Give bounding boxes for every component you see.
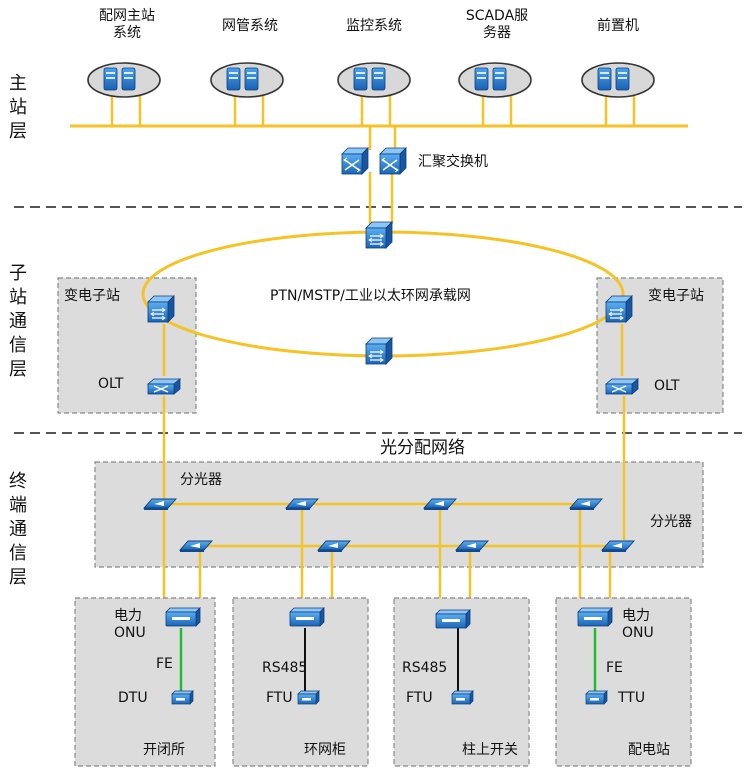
olt-right-icon bbox=[605, 378, 639, 395]
splitter-label-right: 分光器 bbox=[650, 514, 692, 530]
server-cluster-front-end bbox=[581, 62, 655, 98]
server-label: 配网主站系统 bbox=[99, 8, 155, 41]
server-cluster-monitoring bbox=[337, 62, 411, 98]
ring-router-top-icon bbox=[365, 221, 393, 249]
aggregation-switch-right-icon bbox=[379, 147, 407, 175]
substation-router-left-icon bbox=[147, 295, 175, 323]
link-label: RS485 bbox=[262, 660, 308, 676]
layer-label-terminal: 终端通信层 bbox=[9, 471, 27, 588]
ttu-icon bbox=[585, 690, 608, 705]
site-label: 开闭所 bbox=[143, 742, 185, 758]
onu-icon bbox=[289, 607, 325, 627]
link-label: FE bbox=[156, 656, 173, 672]
substation-router-right-icon bbox=[605, 295, 633, 323]
device-label: TTU bbox=[618, 690, 646, 706]
onu-label: 电力ONU bbox=[622, 608, 654, 641]
server-label: SCADA服务器 bbox=[465, 8, 529, 41]
site-label: 柱上开关 bbox=[462, 742, 518, 758]
link-label: RS485 bbox=[402, 660, 448, 676]
device-label: FTU bbox=[266, 690, 293, 706]
server-cluster-nms bbox=[210, 62, 284, 98]
aggregation-switch-left-icon bbox=[341, 147, 369, 175]
ftu-icon bbox=[297, 690, 320, 705]
link-label: FE bbox=[606, 660, 623, 676]
onu-icon bbox=[165, 607, 201, 627]
site-label: 环网柜 bbox=[304, 742, 346, 758]
server-label: 网管系统 bbox=[222, 18, 278, 34]
layer-label-substation: 子站通信层 bbox=[9, 263, 27, 380]
optical-network-title: 光分配网络 bbox=[380, 438, 465, 458]
ring-network-label: PTN/MSTP/工业以太环网承载网 bbox=[270, 288, 471, 304]
splitter-label-left: 分光器 bbox=[180, 472, 222, 488]
olt-left-label: OLT bbox=[98, 376, 124, 392]
substation-right-label: 变电子站 bbox=[648, 288, 704, 304]
device-label: DTU bbox=[118, 690, 148, 706]
layer-label-master: 主站层 bbox=[9, 73, 27, 142]
onu-icon bbox=[577, 607, 613, 627]
site-label: 配电站 bbox=[628, 742, 670, 758]
onu-label: 电力ONU bbox=[114, 608, 146, 641]
substation-left-label: 变电子站 bbox=[64, 288, 120, 304]
server-cluster-scada bbox=[458, 62, 532, 98]
device-label: FTU bbox=[406, 690, 433, 706]
onu-icon bbox=[435, 609, 471, 629]
dtu-icon bbox=[171, 690, 194, 705]
olt-left-icon bbox=[147, 378, 181, 395]
server-label: 前置机 bbox=[597, 18, 639, 34]
ring-router-bottom-icon bbox=[365, 337, 393, 365]
server-cluster-distribution-master bbox=[87, 62, 161, 98]
aggregation-switch-label: 汇聚交换机 bbox=[418, 154, 488, 170]
server-label: 监控系统 bbox=[346, 18, 402, 34]
olt-right-label: OLT bbox=[654, 378, 680, 394]
ftu-icon bbox=[451, 690, 474, 705]
